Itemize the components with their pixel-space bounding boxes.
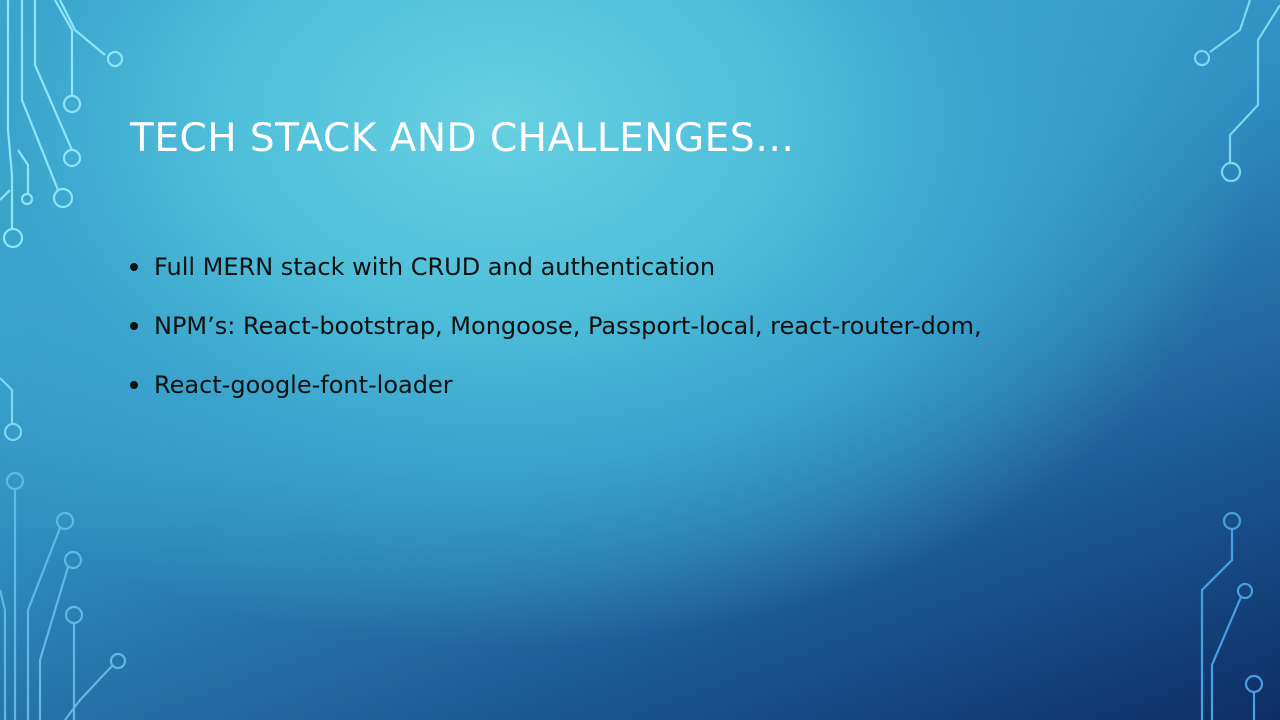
circuit-top-right [1193,0,1280,183]
bullet-text: Full MERN stack with CRUD and authentica… [154,253,716,281]
bullet-dot-icon [130,322,138,330]
slide-title: TECH STACK AND CHALLENGES… [130,116,795,161]
bullet-text: React-google-font-loader [154,371,453,399]
bullet-text: NPM’s: React-bootstrap, Mongoose, Passpo… [154,312,982,340]
bullet-item: NPM’s: React-bootstrap, Mongoose, Passpo… [130,306,982,365]
bullet-dot-icon [130,381,138,389]
bullet-item: React-google-font-loader [130,365,982,424]
circuit-bottom-left [0,471,127,720]
bullet-list: Full MERN stack with CRUD and authentica… [130,247,982,424]
circuit-left-middle [0,377,23,442]
bullet-item: Full MERN stack with CRUD and authentica… [130,247,982,306]
bullet-dot-icon [130,263,138,271]
circuit-top-left [0,0,124,249]
circuit-bottom-right [1200,511,1264,720]
